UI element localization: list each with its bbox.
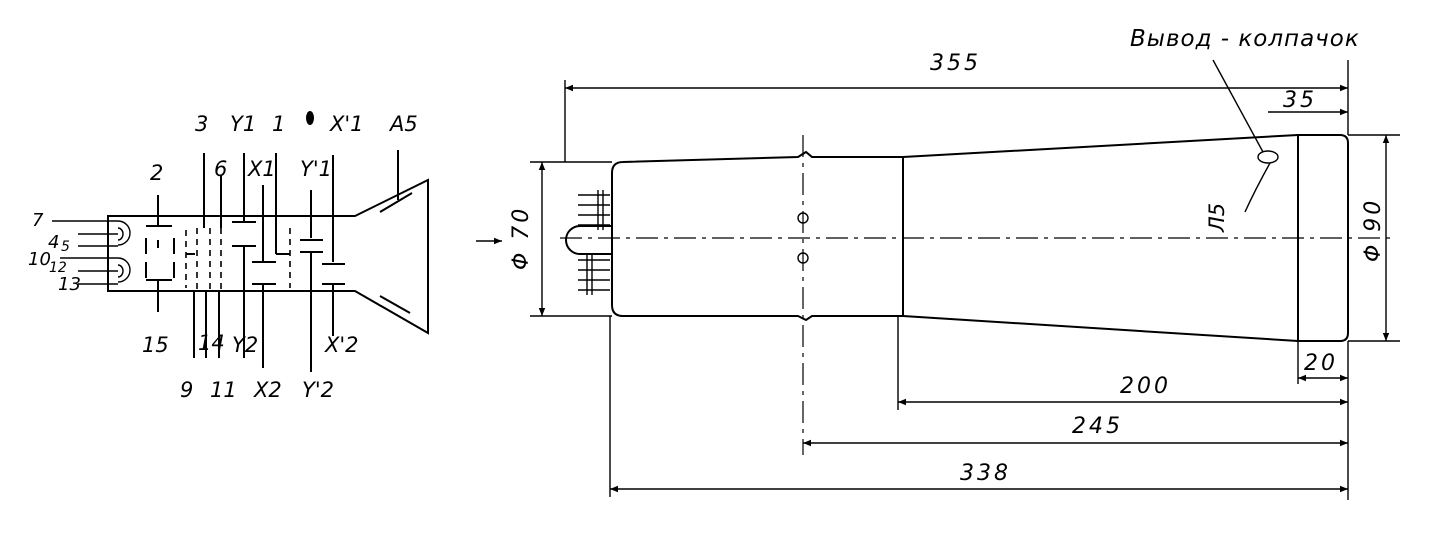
pin-label-y2: Y2 [232,333,258,357]
pin-label-13: 13 [58,274,81,295]
pin-label-x1: X1 [247,157,276,181]
electrode-schematic: 7 4 5 10 12 13 3 Y1 1 X'1 A5 2 6 X1 Y'1 … [28,111,429,402]
pin-label-y1: Y1 [230,112,256,136]
ink-dot-mark [306,111,314,125]
cap-contact [1257,150,1279,164]
pin-label-14: 14 [198,331,225,355]
screen-coating-top [379,192,413,213]
pin-label-12: 12 [49,260,67,276]
screen-coating-bottom [379,295,411,314]
dim-text-200: 200 [1120,374,1171,399]
pin-label-2: 2 [150,161,163,185]
cap-leader-line [1212,59,1264,153]
pin-label-7: 7 [32,210,44,231]
grid-electrodes [145,153,222,358]
dim-text-20: 20 [1304,351,1338,376]
pin-label-x2-prime: X'2 [324,333,359,357]
dim-text-355: 355 [930,51,981,76]
bulb-outline [611,134,1349,342]
pin-label-6: 6 [214,157,227,181]
deflection-plates-y [232,153,276,368]
pin-label-15: 15 [142,333,169,357]
base-pins [565,190,613,295]
schematic-tube-outline [107,178,429,335]
pin-label-x1-prime: X'1 [329,112,364,136]
pin-label-x2: X2 [253,378,282,402]
pin-label-4: 4 [48,232,59,253]
pin-label-a5: A5 [388,112,418,136]
deflection-marker-top [797,212,809,224]
cap-lead-label: Вывод - колпачок [1130,26,1360,52]
dim-text-35: 35 [1283,88,1317,113]
pin-label-11: 11 [210,378,237,402]
deflection-plates-x [275,150,399,372]
dim-text-phi70: Φ 70 [509,206,534,270]
pin-label-y2-prime: Y'2 [302,378,334,402]
anode-leader-line [1244,162,1271,213]
pin-label-y1-prime: Y'1 [300,157,332,181]
dim-text-phi90: Φ 90 [1361,198,1386,262]
anode-label: Л5 [1205,203,1229,233]
pin-label-1: 1 [272,112,285,136]
tube-outline-drawing: 355 35 20 200 245 338 Φ 70 Φ 90 Л5 Вывод… [476,26,1400,500]
pin-label-5: 5 [61,239,70,255]
pin-label-10: 10 [28,249,51,270]
pin-label-3: 3 [195,112,208,136]
heater-loops [52,220,131,285]
dim-text-338: 338 [960,461,1011,486]
pin-label-9: 9 [180,378,193,402]
dim-text-245: 245 [1072,414,1123,439]
deflection-marker-bottom [797,252,809,264]
